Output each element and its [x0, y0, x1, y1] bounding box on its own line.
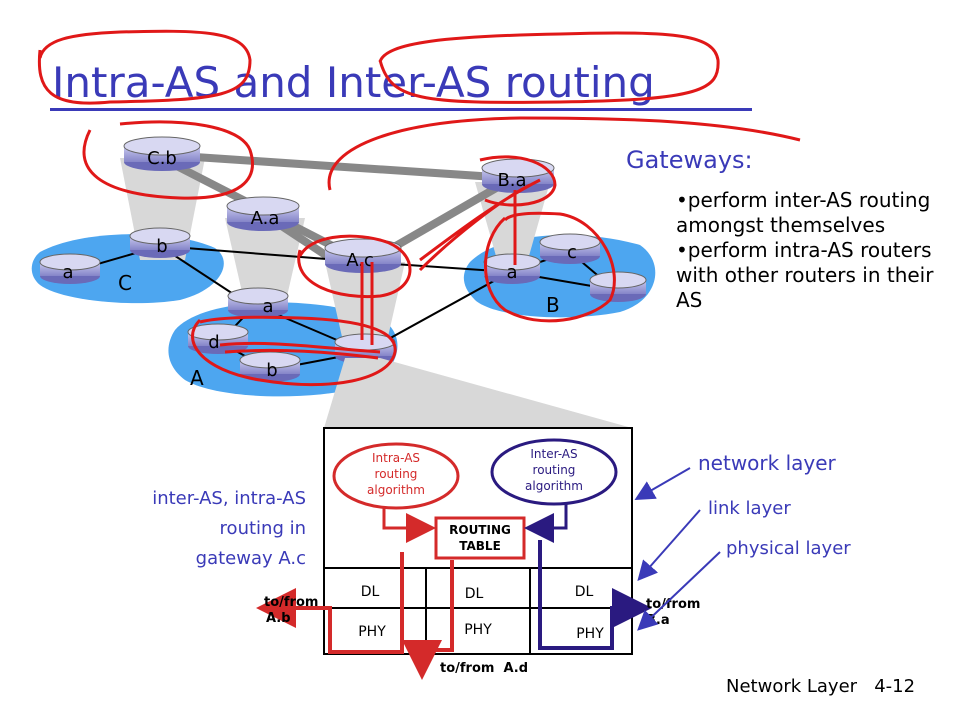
slide-footer: Network Layer 4-12 [726, 676, 915, 697]
inter-line-3: algorithm [525, 479, 583, 493]
caption-line-1: inter-AS, intra-AS [152, 488, 306, 509]
intra-line-3: algorithm [367, 483, 425, 497]
bullet-text-1: perform inter-AS routing amongst themsel… [676, 188, 931, 237]
bullet-item: •perform inter-AS routing amongst themse… [676, 188, 931, 237]
network-layer-arrow [634, 467, 691, 500]
router-bd [589, 271, 647, 302]
router-label: a [62, 262, 73, 283]
link-layer-arrow [637, 509, 701, 581]
router-label: b [156, 236, 167, 257]
right-navy-path [538, 540, 652, 650]
intra-line-1: Intra-AS [372, 451, 420, 465]
as-label-b: B [546, 293, 560, 317]
dl-cell: DL [361, 584, 380, 600]
tofrom-ad: to/from A.d [440, 661, 528, 676]
phy-cell: PHY [464, 622, 492, 638]
router-bc: c [539, 233, 601, 264]
router-label: A.c [346, 250, 374, 271]
bullet-item: •perform intra-AS routers with other rou… [676, 238, 934, 312]
router-aa: A.a [226, 196, 300, 231]
table-line-2: TABLE [459, 539, 501, 553]
gateways-heading: Gateways: [626, 146, 753, 174]
router-label: d [208, 332, 219, 353]
bullet-text-2: perform intra-AS routers with other rout… [676, 238, 934, 312]
intra-line-2: routing [375, 467, 418, 481]
phy-cell: PHY [576, 626, 604, 642]
dl-cell: DL [465, 586, 484, 602]
link-cb-ba [164, 151, 511, 182]
tofrom-ba-2: B.a [646, 613, 670, 628]
physical-layer-arrow [637, 551, 721, 631]
router-aa-inner: a [227, 287, 289, 318]
as-label-a: A [190, 366, 204, 390]
bottom-red-path [402, 560, 454, 680]
footer-section: Network Layer [726, 676, 858, 697]
cone-aa [225, 218, 305, 305]
router-cb-inner: b [129, 227, 191, 258]
tofrom-ab-1: to/from [264, 595, 318, 610]
tofrom-ab-2: A.b [266, 611, 291, 626]
inter-line-2: routing [533, 463, 576, 477]
left-red-path [256, 552, 404, 654]
router-label: C.b [147, 148, 177, 169]
router-label: a [262, 296, 273, 317]
inter-line-1: Inter-AS [530, 447, 577, 461]
handwritten-annotations [37, 29, 801, 387]
table-line-1: ROUTING [449, 523, 511, 537]
router-label: c [567, 242, 577, 263]
router-ca: a [39, 253, 101, 284]
as-label-c: C [118, 271, 132, 295]
footer-page-number: 4-12 [874, 676, 916, 697]
inter-to-table-arrow [524, 504, 568, 543]
gateways-bullet-list: •perform inter-AS routing amongst themse… [676, 188, 936, 313]
router-cb: C.b [123, 136, 201, 171]
router-ba: B.a [481, 158, 555, 193]
dl-cell: DL [575, 584, 594, 600]
phy-cell: PHY [358, 624, 386, 640]
slide-title: Intra-AS and Inter-AS routing [52, 58, 655, 107]
router-label: b [266, 360, 277, 381]
router-label: B.a [497, 170, 526, 191]
zoom-cone [324, 358, 632, 428]
intra-to-table-arrow [382, 508, 436, 543]
router-label: A.a [251, 208, 280, 229]
link-layer-label: link layer [708, 498, 791, 519]
title-underline [50, 108, 752, 111]
caption-line-3: gateway A.c [196, 548, 306, 569]
intra-as-algorithm-oval [332, 442, 460, 510]
routers: C.b B.a A.a A.c b a c a a d b [39, 136, 647, 382]
router-label: a [506, 262, 517, 283]
caption-line-2: routing in [220, 518, 306, 539]
cone-ac [325, 262, 405, 350]
network-layer-label: network layer [698, 451, 837, 475]
inter-as-algorithm-oval [490, 438, 618, 506]
physical-layer-label: physical layer [726, 538, 851, 559]
router-bb: a [483, 253, 541, 284]
tofrom-ba-1: to/from [646, 597, 700, 612]
routing-table-box [434, 516, 526, 560]
